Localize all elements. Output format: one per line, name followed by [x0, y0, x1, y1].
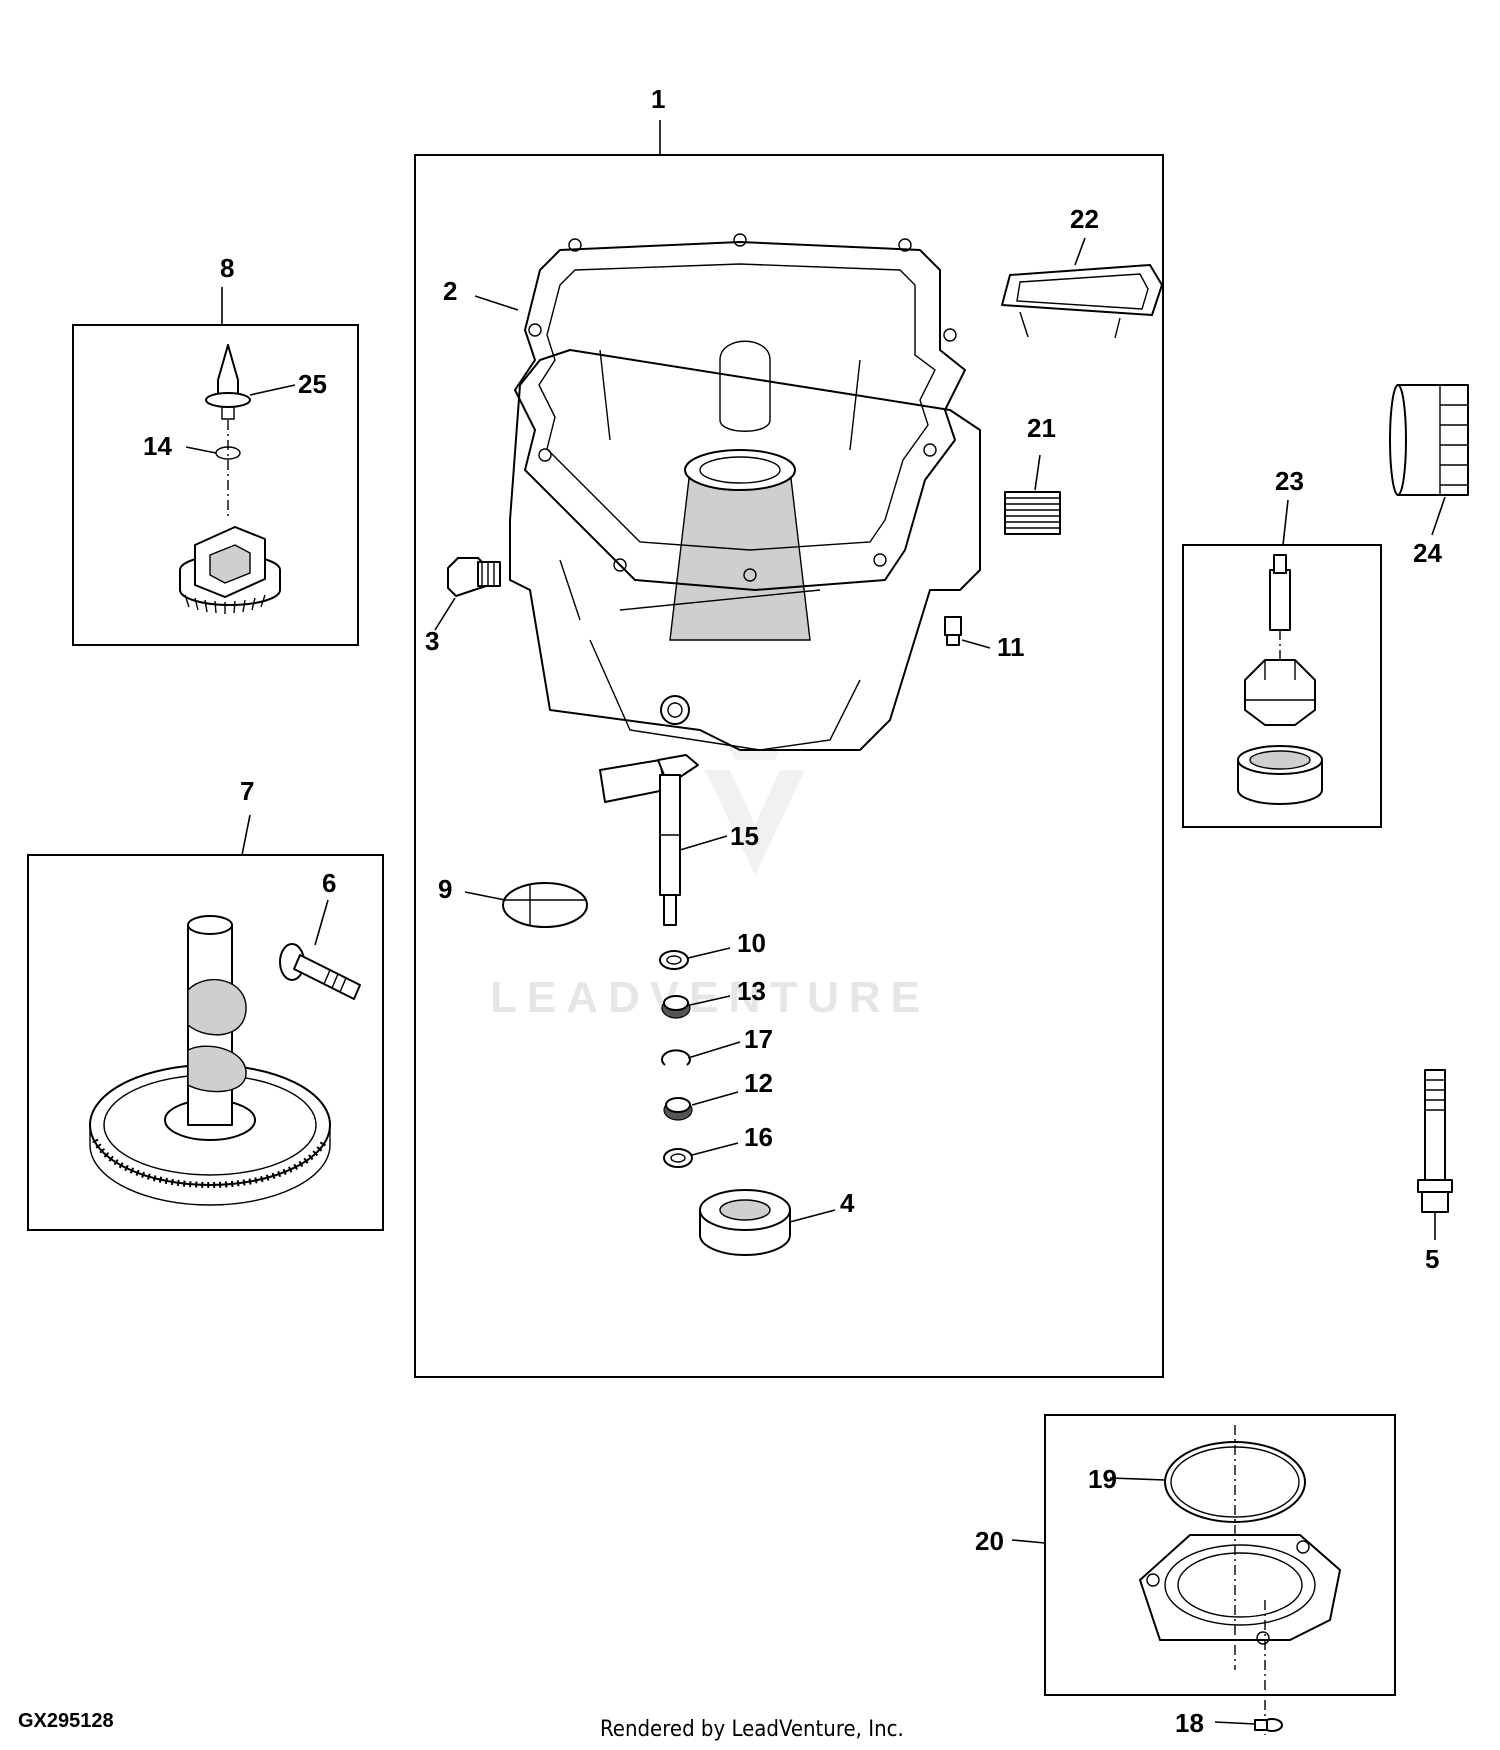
leader-25 — [249, 384, 296, 396]
callout-3[interactable]: 3 — [425, 626, 439, 656]
leader-18 — [1214, 1721, 1256, 1725]
governor-assembly-box — [72, 324, 359, 646]
leader-17 — [687, 1041, 741, 1059]
filter-element — [1004, 491, 1061, 535]
callout-20[interactable]: 20 — [975, 1526, 1004, 1556]
oil-pump-rotor-shaft — [1269, 554, 1291, 665]
leader-10 — [687, 947, 731, 959]
bolt-5 — [1417, 1069, 1453, 1213]
drain-plug — [447, 557, 501, 597]
leader-14 — [185, 446, 217, 454]
callout-10[interactable]: 10 — [737, 928, 766, 958]
washer-10 — [659, 950, 689, 970]
callout-11[interactable]: 11 — [997, 632, 1025, 662]
callout-8[interactable]: 8 — [220, 253, 234, 283]
leader-21 — [1034, 454, 1041, 491]
callout-21[interactable]: 21 — [1027, 413, 1056, 443]
oil-pump-assembly-box — [1182, 544, 1382, 828]
leader-15 — [679, 835, 728, 851]
render-credit: Rendered by LeadVenture, Inc. — [600, 1717, 904, 1742]
inner-rotor — [1244, 659, 1316, 726]
crankcase-cover — [509, 340, 981, 751]
retaining-ring-17 — [661, 1049, 691, 1066]
leader-20 — [1011, 1539, 1046, 1544]
governor-gear — [179, 526, 281, 614]
leader-7 — [241, 814, 251, 856]
governor-pin — [205, 344, 251, 420]
callout-19[interactable]: 19 — [1088, 1464, 1117, 1494]
bearing-12 — [663, 1097, 693, 1121]
leader-13 — [689, 995, 731, 1006]
callout-6[interactable]: 6 — [322, 868, 336, 898]
leader-22 — [1074, 237, 1086, 266]
callout-13[interactable]: 13 — [737, 976, 766, 1006]
callout-24[interactable]: 24 — [1413, 538, 1442, 568]
camshaft — [187, 915, 247, 1126]
leader-6 — [314, 899, 329, 946]
gasket — [514, 241, 966, 591]
callout-23[interactable]: 23 — [1275, 466, 1304, 496]
callout-18[interactable]: 18 — [1175, 1708, 1204, 1738]
main-assembly-box — [414, 154, 1164, 1378]
filter-cover — [1139, 1534, 1341, 1645]
callout-9[interactable]: 9 — [438, 874, 452, 904]
diagram-id: GX295128 — [18, 1710, 114, 1732]
bearing-13 — [661, 995, 691, 1019]
leader-11 — [961, 639, 991, 649]
oil-pump-rotor — [502, 882, 588, 928]
cover-assembly-box — [1044, 1414, 1396, 1696]
bolt-6 — [279, 943, 361, 1000]
screw-18 — [1254, 1718, 1283, 1732]
watermark-text: LEADVENTURE — [490, 973, 930, 1022]
leader-23 — [1282, 499, 1289, 546]
breather-plug — [944, 616, 962, 646]
leader-9 — [464, 891, 506, 901]
oil-pump-shaft — [599, 754, 699, 926]
callout-2[interactable]: 2 — [443, 276, 457, 306]
callout-17[interactable]: 17 — [744, 1024, 773, 1054]
breather-cover — [1001, 264, 1163, 339]
callout-4[interactable]: 4 — [840, 1188, 855, 1218]
leader-2 — [474, 295, 519, 311]
gasket-inner — [538, 263, 936, 551]
oil-filter — [1389, 384, 1469, 496]
callout-7[interactable]: 7 — [240, 776, 254, 806]
outer-rotor — [1237, 745, 1323, 805]
callout-12[interactable]: 12 — [744, 1068, 773, 1098]
leader-12 — [691, 1091, 739, 1106]
leader-24 — [1431, 496, 1446, 536]
callout-15[interactable]: 15 — [730, 821, 759, 851]
callout-16[interactable]: 16 — [744, 1122, 773, 1152]
camshaft-assembly-box — [27, 854, 384, 1231]
oil-seal — [699, 1189, 791, 1256]
callout-14[interactable]: 14 — [143, 431, 172, 461]
leader-19 — [1109, 1477, 1166, 1481]
callout-25[interactable]: 25 — [298, 369, 327, 399]
callout-5[interactable]: 5 — [1425, 1244, 1439, 1274]
callout-1[interactable]: 1 — [651, 84, 665, 114]
callout-22[interactable]: 22 — [1070, 204, 1099, 234]
leader-16 — [691, 1142, 739, 1156]
leader-3 — [434, 597, 456, 631]
leader-4 — [789, 1209, 836, 1223]
gasket-bolt-holes — [528, 233, 957, 582]
washer-16 — [663, 1148, 693, 1168]
